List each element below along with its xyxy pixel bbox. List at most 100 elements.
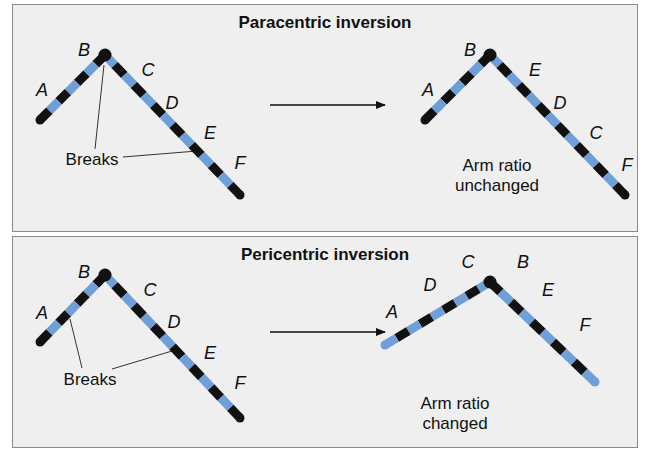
- gene-letter: F: [580, 315, 591, 336]
- gene-letter: C: [590, 123, 603, 144]
- chromosome-band: [86, 64, 95, 73]
- leader-line: [70, 319, 82, 368]
- chromosome-band: [153, 105, 163, 115]
- chromosome-band: [59, 92, 68, 101]
- chromosome-band: [420, 317, 432, 324]
- chromosome-band: [68, 83, 77, 92]
- chromosome-band: [529, 95, 539, 105]
- transform-arrow: [270, 104, 385, 106]
- gene-letter: B: [464, 40, 476, 61]
- chromosome-band: [558, 125, 568, 135]
- chromosome-band: [221, 175, 231, 185]
- gene-letter: E: [529, 60, 541, 81]
- chromosome-band: [509, 75, 519, 85]
- chromosome-band: [144, 95, 154, 105]
- chromosome-band: [577, 145, 587, 155]
- chromosome-band: [574, 362, 585, 372]
- chromosome-band: [134, 306, 144, 316]
- chromosome-band: [462, 74, 471, 83]
- chromosome-band: [434, 101, 443, 110]
- chromosome-band: [606, 175, 616, 185]
- gene-letter: A: [386, 302, 398, 323]
- chromosome-band: [444, 92, 453, 101]
- chromosome-band: [163, 115, 173, 125]
- chromosome-band: [519, 85, 529, 95]
- chromosome-band: [201, 377, 211, 387]
- gene-letter: F: [235, 153, 246, 174]
- chromosome-band: [211, 387, 221, 397]
- gene-letter: D: [168, 312, 181, 333]
- gene-letter: A: [36, 303, 48, 324]
- chromosome-band: [77, 74, 86, 83]
- chromosome-tip: [236, 191, 245, 200]
- panel-title: Paracentric inversion: [239, 13, 412, 33]
- inversion-panel: Paracentric inversion: [12, 4, 638, 232]
- gene-letter: C: [144, 280, 157, 301]
- chromosome-band: [49, 323, 58, 333]
- gene-letter: E: [204, 343, 216, 364]
- gene-letter: F: [622, 155, 633, 176]
- chromosome-band: [532, 322, 543, 332]
- chromosome-band: [144, 316, 154, 326]
- result-note: Arm ratio changed: [409, 394, 501, 433]
- gene-letter: D: [166, 93, 179, 114]
- chromosome-tip: [381, 341, 390, 350]
- chromosome-band: [201, 155, 211, 165]
- chromosome-band: [511, 302, 522, 312]
- chromosome-band: [538, 105, 548, 115]
- chromosome-band: [500, 65, 510, 75]
- chromosome-band: [432, 310, 444, 317]
- chromosome-band: [443, 303, 455, 310]
- panel-ground: [12, 4, 638, 232]
- chromosome-band: [182, 135, 192, 145]
- chromosome-band: [211, 165, 221, 175]
- chromosome-band: [192, 145, 202, 155]
- chromosome-band: [173, 125, 183, 135]
- leader-line: [123, 151, 197, 157]
- break-label: Breaks: [64, 370, 117, 390]
- chromosome-band: [163, 336, 173, 346]
- chromosome-tip: [591, 378, 600, 387]
- gene-letter: C: [462, 252, 475, 273]
- chromosome-band: [453, 83, 462, 92]
- centromere: [99, 269, 112, 282]
- leader-line: [95, 65, 104, 149]
- chromosome-band: [596, 165, 606, 175]
- chromosome-band: [548, 115, 558, 125]
- gene-letter: D: [424, 275, 437, 296]
- chromosome-band: [86, 285, 95, 295]
- centromere: [99, 49, 112, 62]
- chromosome-band: [543, 332, 554, 342]
- chromosome-band: [77, 294, 86, 304]
- chromosome-band: [115, 65, 125, 75]
- chromosome-band: [467, 289, 479, 296]
- gene-letter: B: [78, 262, 90, 283]
- chromosome-band: [522, 312, 533, 322]
- gene-letter: C: [142, 60, 155, 81]
- chromosome-band: [124, 75, 134, 85]
- gene-letter: B: [517, 252, 529, 273]
- chromosome-band: [221, 398, 231, 408]
- gene-letter: A: [36, 80, 48, 101]
- chromosome-band: [455, 296, 467, 303]
- leader-line: [112, 351, 172, 369]
- chromosome-band: [115, 285, 125, 295]
- chromosome-tip: [36, 116, 45, 125]
- result-note: Arm ratio unchanged: [445, 156, 549, 195]
- chromosome-tip: [421, 116, 430, 125]
- chromosome-band: [173, 347, 183, 357]
- chromosome-band: [68, 304, 77, 314]
- chromosome-band: [124, 295, 134, 305]
- chromosome-tip: [236, 414, 245, 423]
- chromosome-band: [564, 352, 575, 362]
- chromosome-band: [397, 331, 409, 338]
- chromosome-band: [567, 135, 577, 145]
- gene-letter: F: [235, 373, 246, 394]
- transform-arrow: [270, 331, 385, 333]
- gene-letter: E: [204, 123, 216, 144]
- chromosome-band: [153, 326, 163, 336]
- centromere: [484, 49, 497, 62]
- chromosome-band: [192, 367, 202, 377]
- chromosome-band: [586, 155, 596, 165]
- inversion-panel: Pericentric inversion: [12, 236, 638, 448]
